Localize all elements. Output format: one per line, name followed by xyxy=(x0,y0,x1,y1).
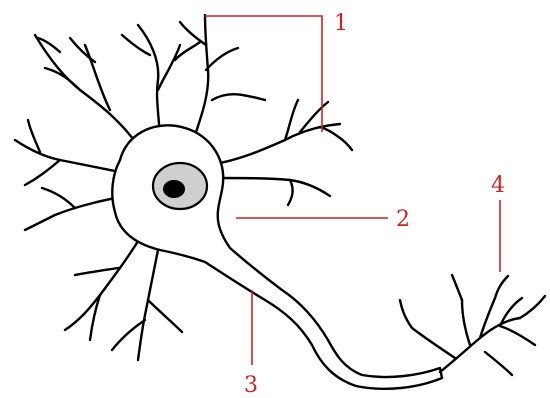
label-4: 4 xyxy=(491,173,505,198)
cell-body xyxy=(112,125,442,388)
label-1: 1 xyxy=(334,11,348,36)
axon-terminals xyxy=(400,275,545,375)
dendrite-top-left xyxy=(35,35,140,148)
label-3: 3 xyxy=(244,373,258,398)
dendrite-right xyxy=(210,100,352,205)
nucleolus xyxy=(163,180,185,198)
label-2: 2 xyxy=(396,207,410,232)
leader-line-1 xyxy=(205,16,322,132)
nucleus xyxy=(153,163,207,209)
leader-lines xyxy=(205,16,500,365)
labels: 1 2 3 4 xyxy=(244,11,505,398)
